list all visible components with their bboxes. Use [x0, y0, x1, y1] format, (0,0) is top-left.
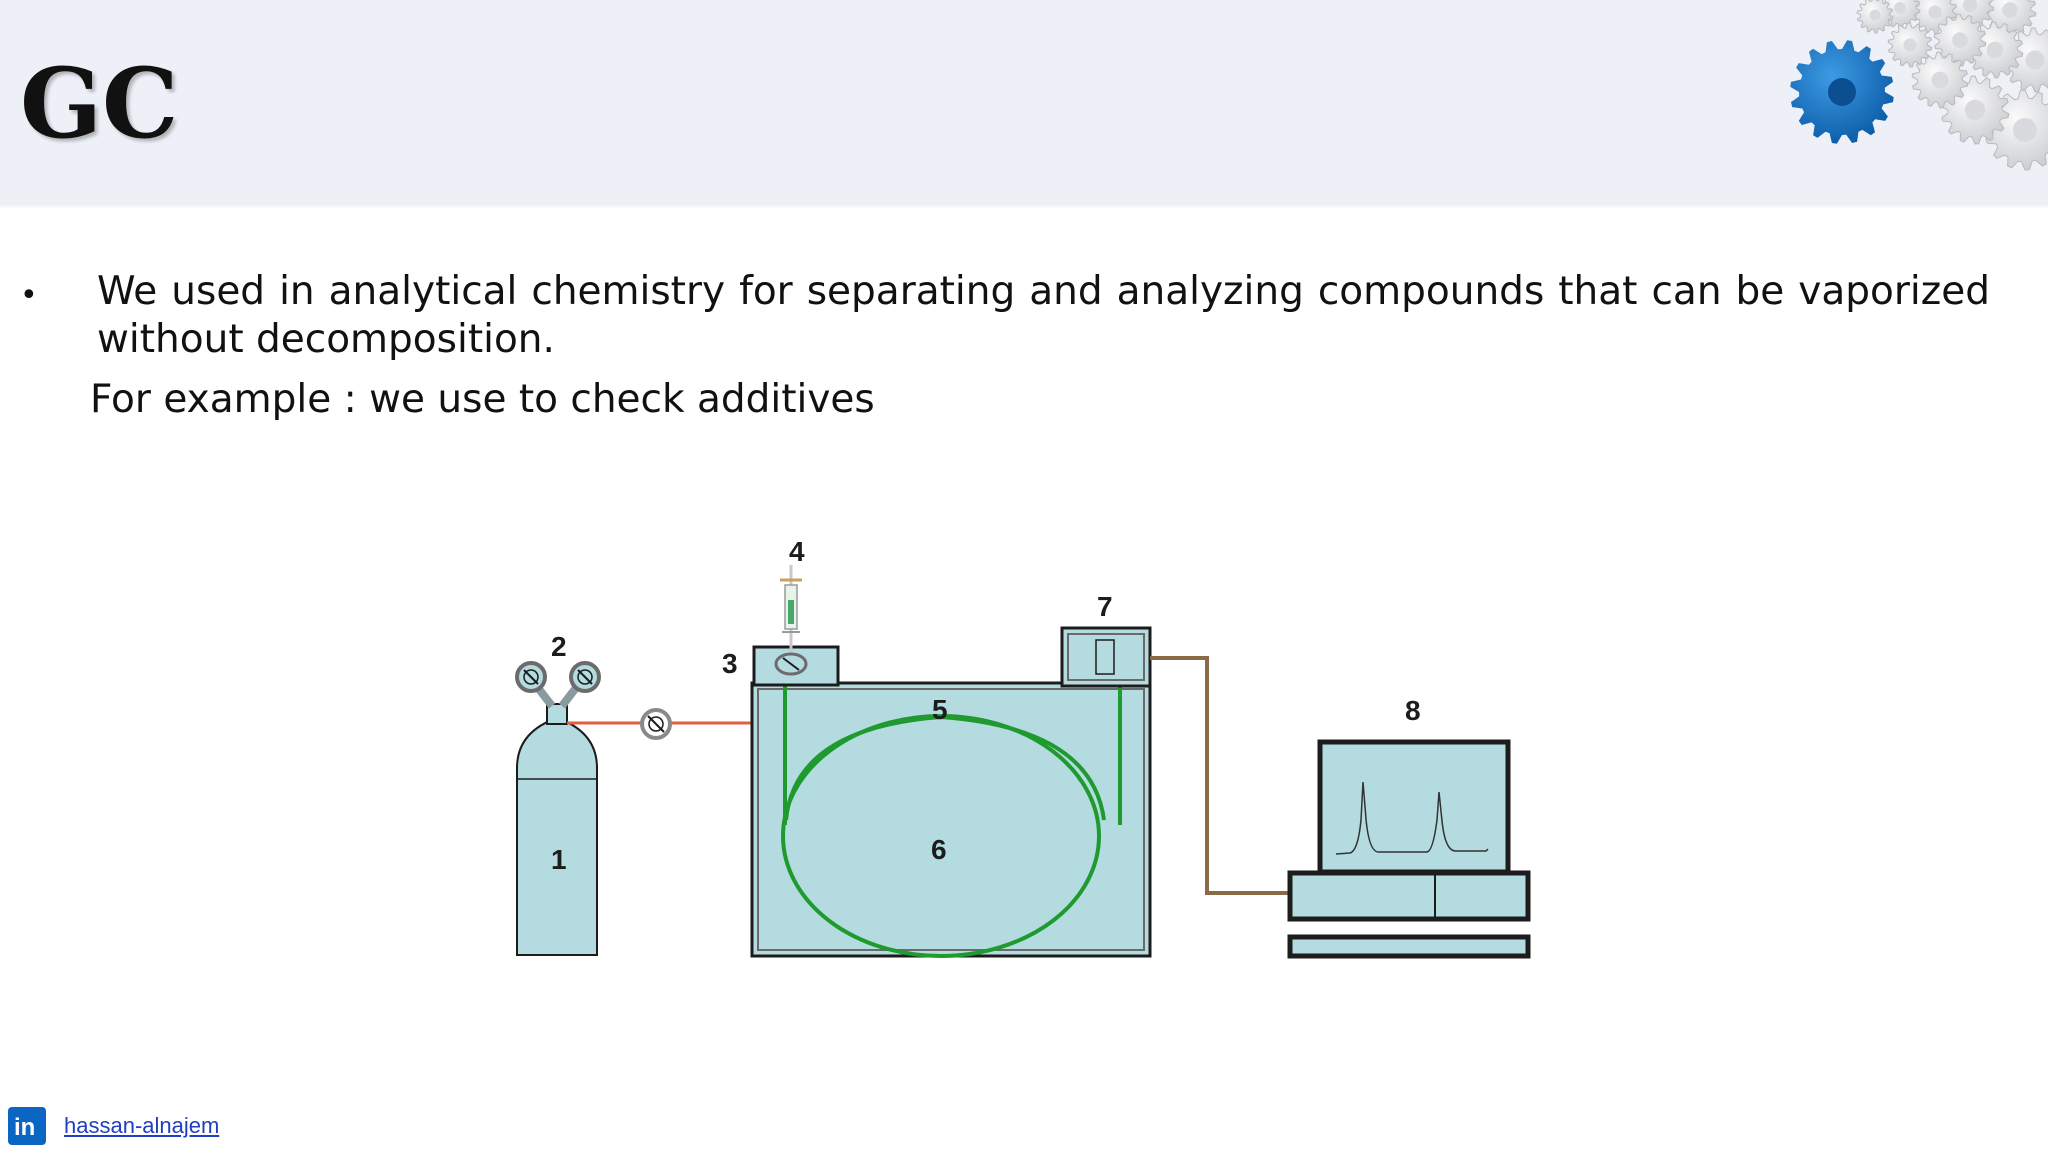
label-8: 8 — [1405, 695, 1421, 726]
column-coil-top — [784, 714, 1106, 821]
gc-column — [783, 685, 1122, 825]
gear-hub — [2013, 118, 2037, 142]
cylinder-neck — [546, 703, 568, 725]
injector-port — [752, 645, 840, 687]
pressure-gauge-right-icon — [569, 661, 601, 693]
signal-cable — [1150, 656, 1290, 895]
label-6: 6 — [931, 834, 947, 865]
blue-gear-hub — [1828, 78, 1856, 106]
oven-inner-wall — [757, 688, 1145, 951]
gear-hub — [1962, 0, 1978, 13]
label-5: 5 — [932, 694, 948, 725]
detector-inner — [1067, 633, 1145, 681]
page-title: GC — [20, 47, 179, 160]
gas-cylinder — [516, 716, 598, 956]
header-divider — [0, 203, 2048, 209]
gear-hub — [1928, 5, 1942, 19]
label-1: 1 — [551, 844, 567, 875]
example-line: For example : we use to check additives — [90, 377, 875, 422]
injector-valve-icon — [774, 652, 808, 676]
gear-hub — [1986, 41, 2004, 59]
gear-hub — [1903, 38, 1917, 52]
gears-decoration — [1790, 0, 2048, 171]
pressure-gauge-left-icon — [515, 661, 547, 693]
label-3: 3 — [722, 648, 738, 679]
label-2: 2 — [551, 631, 567, 662]
bullet-marker: • — [20, 278, 38, 313]
column-oven — [750, 681, 1152, 958]
gear-hub — [2002, 2, 2018, 18]
chromatogram-trace — [1335, 781, 1489, 855]
computer-base — [1287, 870, 1531, 922]
linkedin-glyph: in — [14, 1114, 35, 1139]
label-4: 4 — [789, 536, 805, 567]
syringe-icon — [780, 565, 802, 652]
gear-hub — [2025, 50, 2045, 70]
linkedin-profile-link[interactable]: hassan-alnajem — [64, 1113, 220, 1138]
gc-schematic-diagram: 1 2 3 4 5 6 7 8 — [515, 536, 1531, 959]
detector-cell — [1095, 639, 1115, 675]
gear-hub — [1894, 2, 1906, 14]
computer-keyboard — [1287, 934, 1531, 959]
footer-link[interactable]: in hassan-alnajem — [8, 1106, 219, 1146]
gear-hub — [1869, 9, 1881, 21]
flow-valve-icon — [640, 708, 672, 740]
header-banner — [0, 0, 2048, 203]
definition-paragraph: We used in analytical chemistry for sepa… — [97, 269, 1990, 362]
gear-hub — [1952, 32, 1968, 48]
linkedin-icon[interactable]: in — [8, 1107, 46, 1145]
gear-hub — [1931, 71, 1949, 89]
label-7: 7 — [1097, 591, 1113, 622]
gear-hub — [1964, 99, 1986, 121]
svg-text:in: in — [14, 1114, 35, 1139]
